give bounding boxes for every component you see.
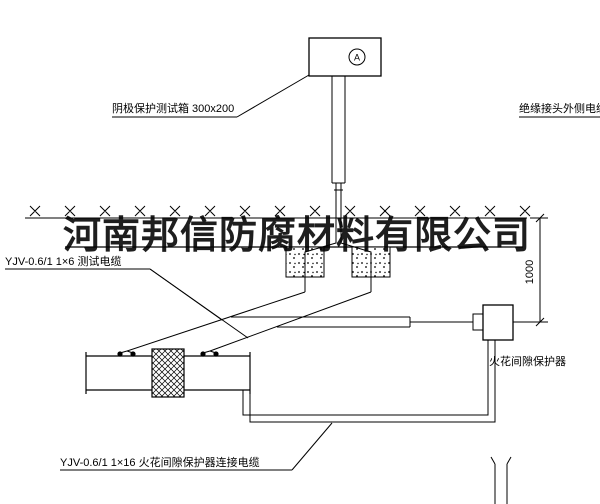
test-box-label: 阴极保护测试箱 300x200 xyxy=(112,103,235,115)
weld-dot xyxy=(200,351,206,357)
spark-gap-cable-upper xyxy=(231,316,473,328)
ammeter-circle xyxy=(348,48,366,66)
test-cable-label-leader xyxy=(5,268,249,339)
spark-gap-cable-lower xyxy=(242,340,496,423)
test-cables xyxy=(119,242,372,354)
pipe-riser-symbol xyxy=(490,456,512,504)
right-top-cable-label: 绝缘接头外侧电缆 xyxy=(519,103,600,115)
conduit-riser xyxy=(331,76,346,243)
spark-gap-protector-box xyxy=(472,304,514,341)
dimension-label: 1000 xyxy=(524,260,536,284)
test-box: A xyxy=(308,37,382,77)
ground-line xyxy=(25,205,531,219)
weld-dot xyxy=(117,351,123,357)
weld-dot xyxy=(130,351,136,357)
ammeter-letter: A xyxy=(354,53,360,63)
soil-hatch-marks xyxy=(29,205,531,217)
cable-weld-dots xyxy=(117,351,219,357)
bottom-cable-label: YJV-0.6/1 1×16 火花间隙保护器连接电缆 xyxy=(60,457,260,469)
test-box-label-leader xyxy=(112,74,310,118)
bottom-cable-label-leader xyxy=(60,422,333,471)
weld-dot xyxy=(213,351,219,357)
dimension-line xyxy=(513,213,548,327)
test-cable-label: YJV-0.6/1 1×6 测试电缆 xyxy=(5,256,122,268)
company-watermark: 河南邦信防腐材料有限公司 xyxy=(62,215,531,257)
insulating-joint xyxy=(151,348,185,398)
spark-protector-label: 火花间隙保护器 xyxy=(489,356,566,368)
